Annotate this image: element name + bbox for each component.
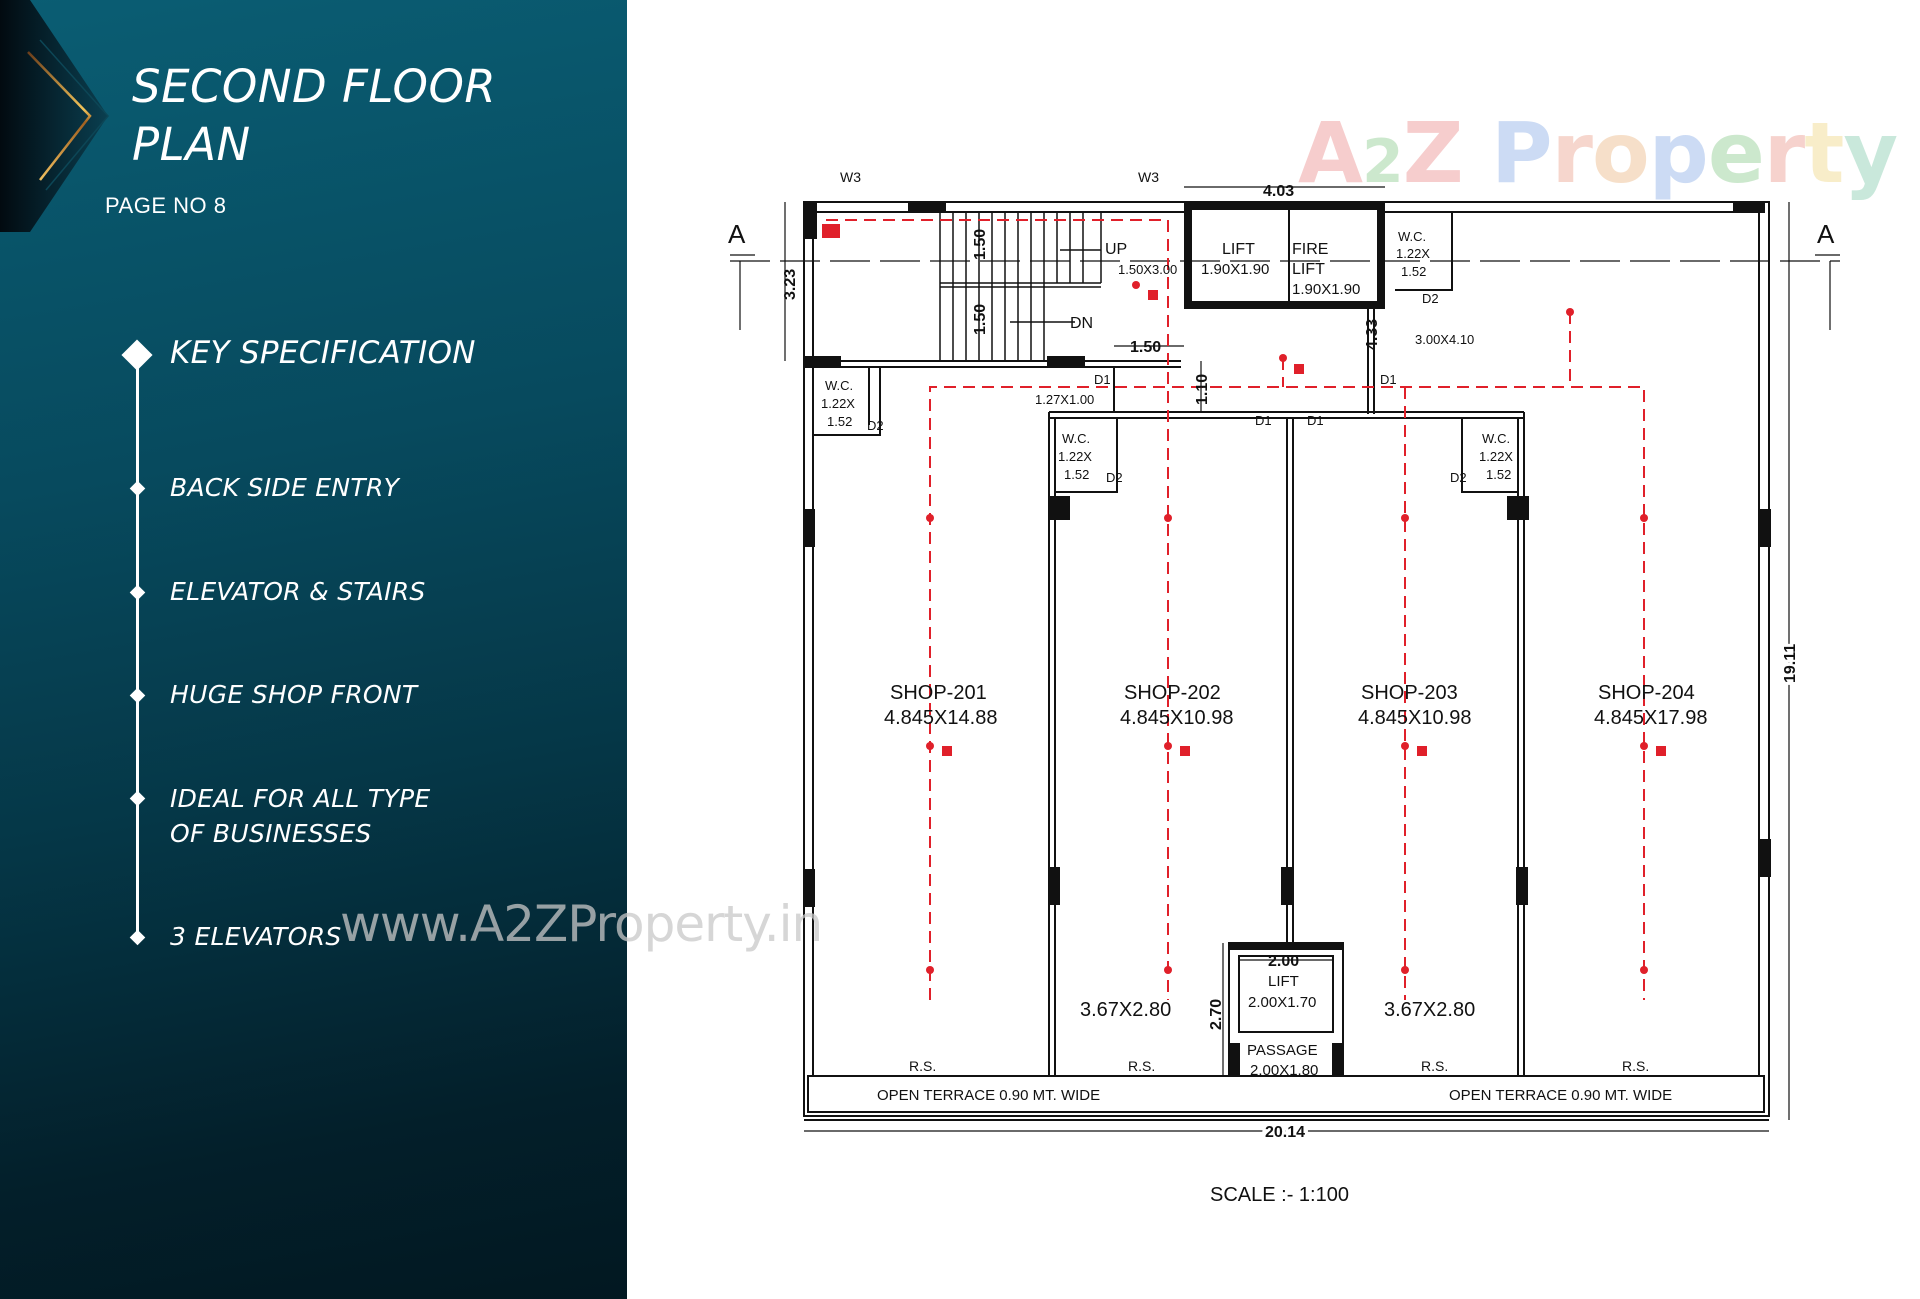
stairs-down-label: DN — [1070, 315, 1093, 332]
dimension-stair-flight: 1.50 — [972, 304, 989, 335]
open-terrace-label: OPEN TERRACE 0.90 MT. WIDE — [1449, 1087, 1672, 1104]
dimension-overall-depth: 19.11 — [1782, 644, 1799, 683]
lift-size: 1.90X1.90 — [1201, 261, 1269, 278]
fire-sprinkler-icons — [822, 224, 1666, 974]
wc-size: 1.22X — [1058, 449, 1092, 464]
dimension-stair-flight: 1.50 — [972, 229, 989, 260]
wc-label: W.C. — [1482, 431, 1510, 446]
spec-item: ELEVATOR & STAIRS — [170, 577, 426, 606]
shop-202-label: SHOP-202 — [1124, 682, 1221, 704]
dimension-top-width: 4.03 — [1263, 183, 1294, 200]
wc-size: 1.52 — [1064, 467, 1089, 482]
rs-label: R.S. — [1421, 1058, 1448, 1074]
window-label-w3: W3 — [840, 169, 861, 185]
shop-204-label: SHOP-204 — [1598, 682, 1695, 704]
rear-lift-size: 2.00X1.70 — [1248, 994, 1316, 1011]
door-label-d2: D2 — [1422, 291, 1439, 306]
door-label-d1: D1 — [1307, 413, 1324, 428]
spec-item-line-2: OF BUSINESSES — [170, 819, 372, 848]
shop-201-label: SHOP-201 — [890, 682, 987, 704]
dimension-gap: 1.10 — [1194, 374, 1211, 405]
door-label-d2: D2 — [1106, 470, 1123, 485]
rs-label: R.S. — [1128, 1058, 1155, 1074]
section-marker-left: A — [728, 219, 746, 249]
dimension-rear-lift-width: 2.00 — [1268, 953, 1299, 970]
title-line-1: SECOND FLOOR — [132, 60, 497, 113]
page-title: SECOND FLOOR PLAN — [132, 58, 496, 174]
key-specification-heading: KEY SPECIFICATION — [170, 335, 476, 371]
title-line-2: PLAN — [132, 118, 251, 171]
window-label-w3: W3 — [1138, 169, 1159, 185]
dimension-rear-lift-depth: 2.70 — [1208, 999, 1225, 1030]
door-label-d1: D1 — [1380, 372, 1397, 387]
shop-204-size: 4.845X17.98 — [1594, 707, 1707, 729]
shop-203-label: SHOP-203 — [1361, 682, 1458, 704]
fire-lift-label: LIFT — [1292, 261, 1325, 278]
wc-size: 1.22X — [1479, 449, 1513, 464]
spec-item-line-1: IDEAL FOR ALL TYPE — [170, 784, 431, 813]
timeline-line — [136, 354, 139, 940]
fire-lift-size: 1.90X1.90 — [1292, 281, 1360, 298]
rear-lift-label: LIFT — [1268, 973, 1299, 990]
wc-size: 1.52 — [827, 414, 852, 429]
rs-label: R.S. — [909, 1058, 936, 1074]
scale-label: SCALE :- 1:100 — [1210, 1184, 1349, 1206]
rs-label: R.S. — [1622, 1058, 1649, 1074]
passage-size: 2.00X1.80 — [1250, 1062, 1318, 1079]
wc-size: 1.52 — [1401, 264, 1426, 279]
rear-room-size: 3.67X2.80 — [1080, 999, 1171, 1021]
wc-label: W.C. — [1398, 229, 1426, 244]
shop-201-size: 4.845X14.88 — [884, 707, 997, 729]
dimension-landing: 1.50 — [1130, 339, 1161, 356]
wc-size: 1.52 — [1486, 467, 1511, 482]
dimension-overall-width: 20.14 — [1265, 1124, 1305, 1141]
wc-label: W.C. — [1062, 431, 1090, 446]
spec-item: HUGE SHOP FRONT — [170, 680, 418, 709]
page-number: PAGE NO 8 — [105, 193, 227, 218]
watermark-logo: A2Z Property — [1298, 104, 1898, 202]
lift-label: LIFT — [1222, 241, 1255, 258]
stairs-up-label: UP — [1105, 241, 1127, 258]
fire-lift-label: FIRE — [1292, 241, 1328, 258]
room-size: 3.00X4.10 — [1415, 332, 1474, 347]
spec-item: BACK SIDE ENTRY — [170, 473, 400, 502]
spec-item: 3 ELEVATORS — [170, 922, 342, 951]
door-label-d1: D1 — [1094, 372, 1111, 387]
door-label-d1: D1 — [1255, 413, 1272, 428]
dimension-left-height: 3.23 — [782, 269, 799, 300]
shop-202-size: 4.845X10.98 — [1120, 707, 1233, 729]
door-label-d2: D2 — [867, 418, 884, 433]
lobby-size: 1.27X1.00 — [1035, 392, 1094, 407]
watermark-url: www.A2ZProperty.in — [340, 895, 823, 953]
section-marker-right: A — [1817, 219, 1835, 249]
rear-room-size: 3.67X2.80 — [1384, 999, 1475, 1021]
stairs-size: 1.50X3.00 — [1118, 262, 1177, 277]
open-terrace-label: OPEN TERRACE 0.90 MT. WIDE — [877, 1087, 1100, 1104]
wc-size: 1.22X — [1396, 246, 1430, 261]
wc-label: W.C. — [825, 378, 853, 393]
info-panel: SECOND FLOOR PLAN PAGE NO 8 KEY SPECIFIC… — [0, 0, 627, 1299]
dimension-lift-shaft: 4.33 — [1364, 319, 1381, 350]
passage-label: PASSAGE — [1247, 1042, 1318, 1059]
wc-size: 1.22X — [821, 396, 855, 411]
chevron-decoration-icon — [0, 0, 109, 232]
spec-item: IDEAL FOR ALL TYPE OF BUSINESSES — [170, 781, 431, 851]
shop-203-size: 4.845X10.98 — [1358, 707, 1471, 729]
door-label-d2: D2 — [1450, 470, 1467, 485]
